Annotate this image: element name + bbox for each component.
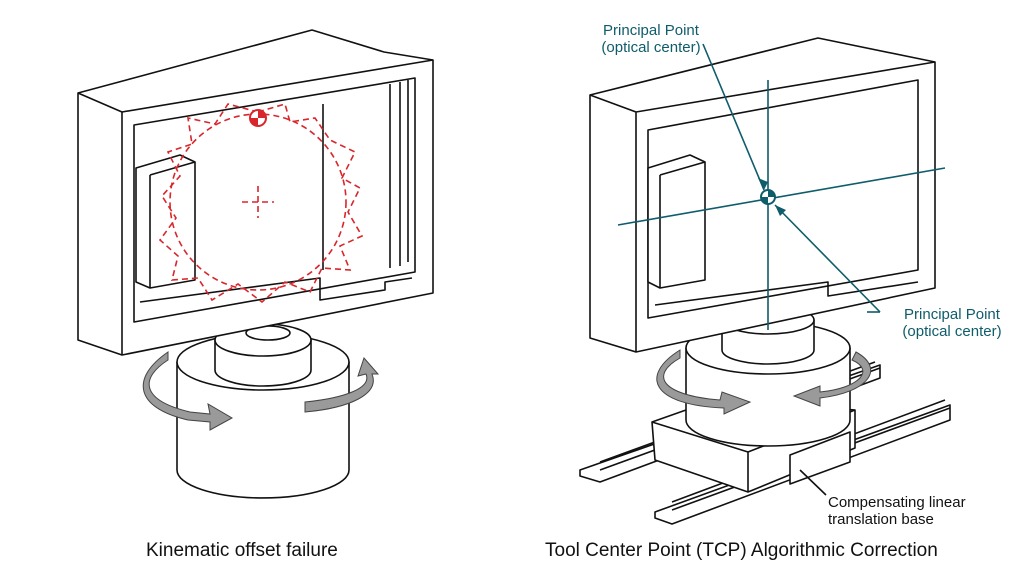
- principal-point-label-top: Principal Point (optical center): [588, 22, 714, 56]
- left-rotation-base: [176, 323, 350, 499]
- left-caption: Kinematic offset failure: [146, 540, 338, 561]
- left-monitor-frame: [77, 29, 434, 356]
- tcp-marker-red: [249, 109, 267, 127]
- principal-point-label-right: Principal Point (optical center): [885, 306, 1019, 340]
- tcp-marker-teal: [760, 189, 776, 205]
- rotation-arrow-left-corrected: [656, 349, 752, 415]
- rotation-arrow-right: [304, 357, 380, 413]
- label-line-2: translation base: [828, 511, 934, 528]
- label-line-2: (optical center): [902, 323, 1002, 340]
- label-line-2: (optical center): [601, 39, 701, 56]
- left-assembly: [77, 29, 434, 499]
- label-line-1: Principal Point: [904, 306, 1000, 323]
- right-caption: Tool Center Point (TCP) Algorithmic Corr…: [545, 540, 938, 561]
- rotation-arrow-right-corrected: [792, 351, 872, 407]
- label-line-1: Compensating linear: [828, 494, 966, 511]
- label-line-1: Principal Point: [603, 22, 699, 39]
- rotation-arrow-left: [142, 351, 234, 431]
- right-assembly: [579, 37, 951, 525]
- translation-base-label: Compensating linear translation base: [828, 494, 966, 528]
